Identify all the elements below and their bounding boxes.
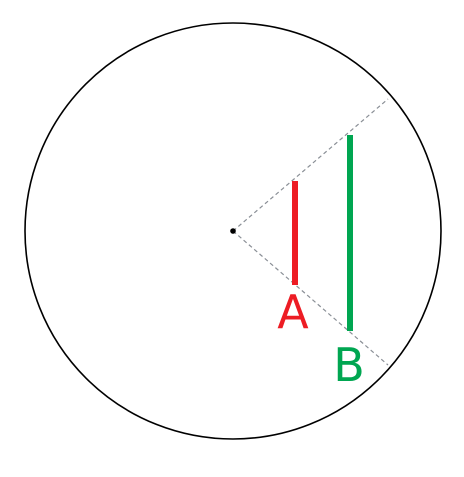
segment-b-label: B — [333, 338, 365, 392]
upper-ray — [232, 98, 389, 232]
lower-ray — [232, 230, 389, 366]
segment-a-label: A — [277, 285, 309, 339]
center-point — [230, 228, 236, 234]
outer-circle — [24, 22, 442, 440]
